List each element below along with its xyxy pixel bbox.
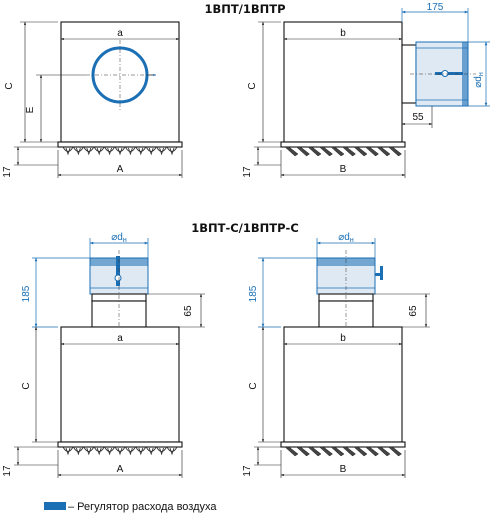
dim-dn-bottom-left: ⌀dн bbox=[111, 232, 127, 244]
view4-grille-frame bbox=[280, 441, 406, 448]
dim-a-top: a bbox=[117, 28, 123, 39]
title-bottom: 1ВПТ-С/1ВПТР-С bbox=[191, 221, 299, 235]
title-top: 1ВПТ/1ВПТР bbox=[204, 2, 285, 16]
view2-grille-frame bbox=[280, 141, 406, 148]
view2-grille-flaps bbox=[284, 146, 402, 157]
view3-regulator-lever bbox=[116, 256, 120, 286]
grille-flap bbox=[166, 446, 178, 456]
view4-body bbox=[283, 326, 403, 443]
grille-blade bbox=[387, 446, 402, 457]
grille-blade bbox=[364, 446, 379, 457]
view3-body bbox=[60, 326, 180, 443]
grille-blade bbox=[364, 146, 379, 157]
view3-grille-flaps bbox=[62, 446, 178, 456]
grille-flap bbox=[73, 146, 84, 156]
grille-flap bbox=[156, 146, 167, 156]
grille-flap bbox=[73, 446, 84, 456]
grille-flap bbox=[114, 146, 126, 156]
view3-grille-frame bbox=[57, 441, 183, 448]
grille-blade bbox=[341, 146, 356, 157]
grille-flap bbox=[145, 146, 157, 156]
grille-flap bbox=[83, 446, 95, 456]
view4-regulator-lever bbox=[375, 273, 383, 276]
grille-blade bbox=[307, 446, 322, 457]
dim-17-top-left: 17 bbox=[2, 166, 13, 178]
grille-flap bbox=[104, 446, 115, 456]
dim-b-bottom: b bbox=[340, 333, 346, 344]
grille-flap bbox=[135, 146, 147, 156]
grille-blade bbox=[318, 146, 333, 157]
dim-b-big-bottom: B bbox=[340, 464, 347, 475]
grille-blade bbox=[318, 446, 333, 457]
view2-regulator-lever bbox=[435, 72, 463, 75]
dim-17-bottom-right: 17 bbox=[242, 465, 253, 477]
dim-c-bottom-left: C bbox=[21, 382, 32, 389]
view4-grille-flaps bbox=[284, 446, 402, 457]
dim-b-big-top: B bbox=[340, 164, 347, 175]
grille-flap bbox=[93, 446, 105, 456]
dim-c-bottom-right: C bbox=[248, 382, 259, 389]
view2-body bbox=[283, 21, 403, 143]
grille-blade bbox=[341, 446, 356, 457]
dim-b-top: b bbox=[340, 28, 346, 39]
grille-blade bbox=[295, 146, 310, 157]
grille-blade bbox=[284, 146, 299, 157]
grille-flap bbox=[145, 446, 157, 456]
grille-flap bbox=[135, 446, 147, 456]
view-1vpt-side: b 175 ⌀dн 55 C 17 B bbox=[242, 2, 490, 178]
dim-a-bottom: a bbox=[117, 333, 123, 344]
legend-text: – Регулятор расхода воздуха bbox=[68, 501, 217, 513]
grille-flap bbox=[62, 146, 74, 156]
view1-grille-frame bbox=[57, 141, 183, 148]
view-1vpt-c-side: ⌀dн 185 65 b C 17 B bbox=[242, 232, 430, 478]
grille-blade bbox=[353, 146, 368, 157]
dim-55: 55 bbox=[412, 112, 424, 123]
dim-185-right: 185 bbox=[248, 285, 259, 302]
grille-flap bbox=[114, 446, 126, 456]
grille-flap bbox=[83, 146, 95, 156]
grille-flap bbox=[104, 146, 115, 156]
grille-blade bbox=[353, 446, 368, 457]
dim-65-left: 65 bbox=[183, 305, 194, 317]
dim-17-bottom-left: 17 bbox=[2, 465, 13, 477]
grille-blade bbox=[307, 146, 322, 157]
grille-blade bbox=[284, 446, 299, 457]
grille-flap bbox=[156, 446, 167, 456]
grille-blade bbox=[330, 146, 345, 157]
grille-blade bbox=[376, 446, 391, 457]
dim-c-top-right: C bbox=[247, 82, 258, 89]
dim-175: 175 bbox=[427, 2, 444, 13]
view-1vpt-front: a C E 17 A bbox=[2, 21, 183, 178]
dim-e: E bbox=[25, 106, 36, 113]
grille-blade bbox=[387, 146, 402, 157]
dim-dn-bottom-right: ⌀dн bbox=[338, 232, 354, 244]
dim-17-top-right: 17 bbox=[242, 166, 253, 178]
grille-flap bbox=[125, 446, 136, 456]
dim-185-left: 185 bbox=[21, 285, 32, 302]
dim-a-big-bottom: A bbox=[117, 464, 124, 475]
legend-swatch bbox=[44, 502, 66, 510]
dim-a-big-top: A bbox=[117, 164, 124, 175]
grille-blade bbox=[295, 446, 310, 457]
grille-flap bbox=[62, 446, 74, 456]
view1-grille-flaps bbox=[62, 146, 178, 156]
grille-blade bbox=[376, 146, 391, 157]
grille-flap bbox=[93, 146, 105, 156]
dim-dn-top-right: ⌀dн bbox=[473, 72, 485, 88]
grille-flap bbox=[125, 146, 136, 156]
dim-c-top-left: C bbox=[4, 82, 15, 89]
dim-65-right: 65 bbox=[408, 305, 419, 317]
view-1vpt-c-front: ⌀dн 185 65 a C 17 A bbox=[2, 232, 205, 478]
grille-flap bbox=[166, 146, 178, 156]
grille-blade bbox=[330, 446, 345, 457]
